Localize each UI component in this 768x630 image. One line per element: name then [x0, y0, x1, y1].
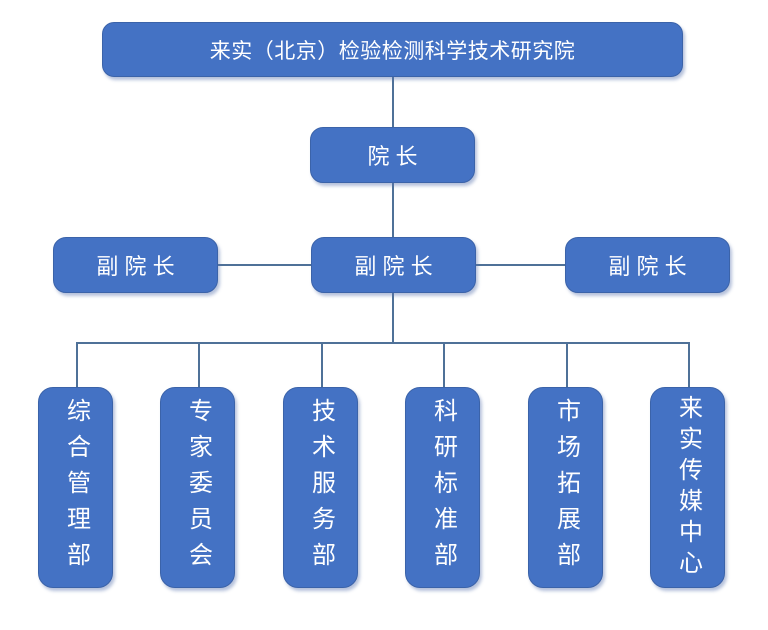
dept-media-center-label: 来实传媒中心 — [674, 394, 702, 581]
connector-drop-dept-4 — [443, 342, 445, 387]
org-node-dept-technical-service: 技术服务部 — [283, 387, 358, 588]
connector-drop-dept-2 — [198, 342, 200, 387]
org-node-deputy-director-right: 副 院 长 — [565, 237, 730, 293]
dept-market-expansion-label: 市场拓展部 — [552, 397, 580, 578]
connector-drop-dept-6 — [688, 342, 690, 387]
org-node-dept-market-expansion: 市场拓展部 — [528, 387, 603, 588]
connector-deputy-left — [218, 264, 312, 266]
org-node-deputy-director-left: 副 院 长 — [53, 237, 218, 293]
org-node-dept-media-center: 来实传媒中心 — [650, 387, 725, 588]
org-node-director-label: 院 长 — [367, 144, 418, 169]
connector-root-director — [392, 77, 394, 128]
connector-deputy-bus — [392, 293, 394, 343]
connector-drop-dept-5 — [566, 342, 568, 387]
org-node-deputy-left-label: 副 院 长 — [96, 254, 175, 279]
org-node-dept-general-management: 综合管理部 — [38, 387, 113, 588]
connector-drop-dept-1 — [76, 342, 78, 387]
org-node-dept-expert-committee: 专家委员会 — [160, 387, 235, 588]
org-node-dept-research-standards: 科研标准部 — [405, 387, 480, 588]
dept-general-management-label: 综合管理部 — [62, 397, 90, 578]
connector-bus — [76, 342, 689, 344]
dept-expert-committee-label: 专家委员会 — [184, 397, 212, 578]
org-node-director: 院 长 — [310, 127, 475, 183]
org-node-deputy-center-label: 副 院 长 — [354, 254, 433, 279]
connector-deputy-right — [476, 264, 566, 266]
org-node-institute-label: 来实（北京）检验检测科学技术研究院 — [209, 39, 576, 63]
org-node-deputy-right-label: 副 院 长 — [608, 254, 687, 279]
org-node-institute: 来实（北京）检验检测科学技术研究院 — [102, 22, 683, 77]
dept-technical-service-label: 技术服务部 — [307, 397, 335, 578]
org-node-deputy-director-center: 副 院 长 — [311, 237, 476, 293]
dept-research-standards-label: 科研标准部 — [429, 397, 457, 578]
connector-director-deputy — [392, 183, 394, 237]
connector-drop-dept-3 — [321, 342, 323, 387]
